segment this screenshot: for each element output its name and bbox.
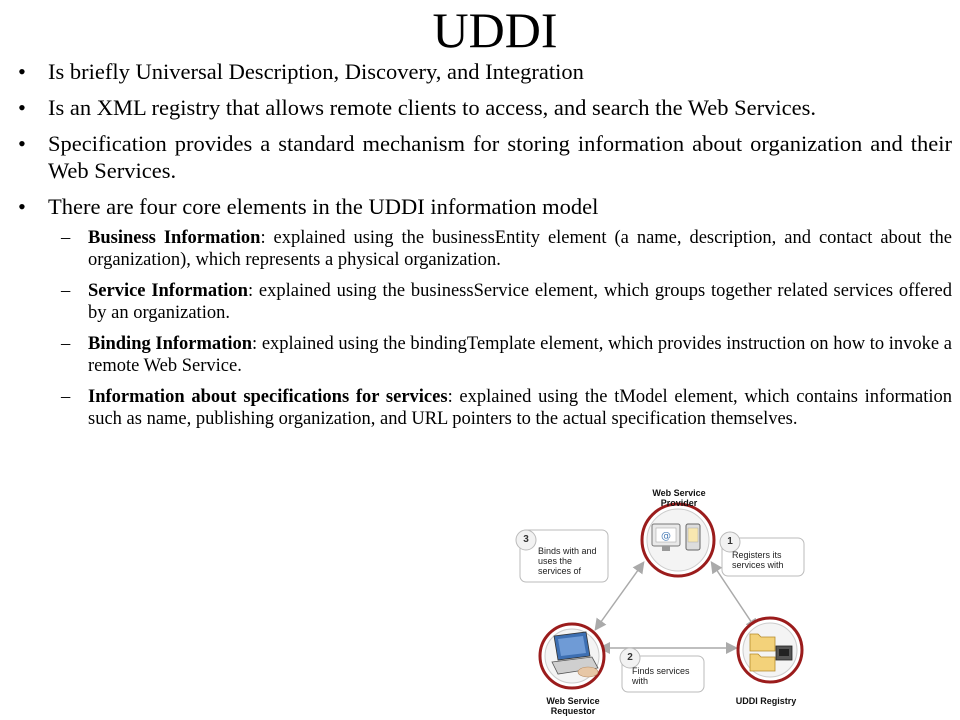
sub-dash: – [61, 387, 71, 407]
registry-label: UDDI Registry [735, 696, 797, 706]
svg-text:@: @ [661, 531, 671, 542]
step2-text: Finds services with [632, 666, 690, 686]
sub-item-service-information: – Service Information: explained using t… [18, 280, 952, 324]
step3-note-box [515, 529, 609, 583]
step2-note-box [619, 647, 705, 693]
provider-label: Web Service Provider [652, 488, 706, 508]
bullet-text: Is an XML registry that allows remote cl… [48, 95, 816, 120]
step1-note-box [719, 531, 805, 577]
sub-text: : explained using the bindingTemplate el… [88, 334, 952, 376]
step2-number: 2 [627, 652, 633, 663]
bullet-text: There are four core elements in the UDDI… [48, 194, 599, 219]
uddi-diagram: @ [506, 486, 816, 720]
arrow-provider-registry [710, 561, 758, 631]
sub-dash: – [61, 334, 71, 354]
sub-item-business-information: – Business Information: explained using … [18, 227, 952, 271]
step3-text: Binds with and uses the services of [538, 546, 597, 576]
bullet-item: • Is an XML registry that allows remote … [18, 94, 952, 121]
sub-text: : explained using the tModel element, wh… [88, 387, 952, 429]
bullet-text: Is briefly Universal Description, Discov… [48, 59, 584, 84]
sub-list: – Business Information: explained using … [18, 227, 952, 430]
sub-item-specifications: – Information about specifications for s… [18, 386, 952, 430]
sub-text: : explained using the businessService el… [88, 281, 952, 323]
step1-text: Registers its services with [732, 550, 784, 570]
sub-term: Business Information [88, 228, 261, 248]
slide-content: • Is briefly Universal Description, Disc… [18, 58, 952, 439]
requestor-node [538, 622, 606, 690]
step3-number: 3 [523, 534, 529, 545]
bullet-item: • Specification provides a standard mech… [18, 130, 952, 184]
bullet-dot: • [18, 95, 26, 120]
bullet-item: • Is briefly Universal Description, Disc… [18, 58, 952, 85]
sub-item-binding-information: – Binding Information: explained using t… [18, 333, 952, 377]
step1-number: 1 [727, 536, 733, 547]
bullet-text: Specification provides a standard mechan… [48, 131, 952, 183]
registry-node [736, 616, 804, 684]
provider-node: @ [640, 502, 716, 578]
bullet-dot: • [18, 131, 26, 156]
arrow-requestor-provider [594, 561, 645, 631]
bullet-dot: • [18, 59, 26, 84]
sub-term: Information about specifications for ser… [88, 387, 448, 407]
sub-dash: – [61, 281, 71, 301]
bullet-dot: • [18, 194, 26, 219]
sub-dash: – [61, 228, 71, 248]
requestor-label: Web Service Requestor [546, 696, 600, 716]
diagram-graphics: @ [515, 502, 805, 693]
sub-term: Service Information [88, 281, 248, 301]
bullet-item: • There are four core elements in the UD… [18, 193, 952, 220]
sub-term: Binding Information [88, 334, 253, 354]
sub-text: : explained using the businessEntity ele… [88, 228, 952, 270]
slide-title: UDDI [432, 2, 558, 58]
